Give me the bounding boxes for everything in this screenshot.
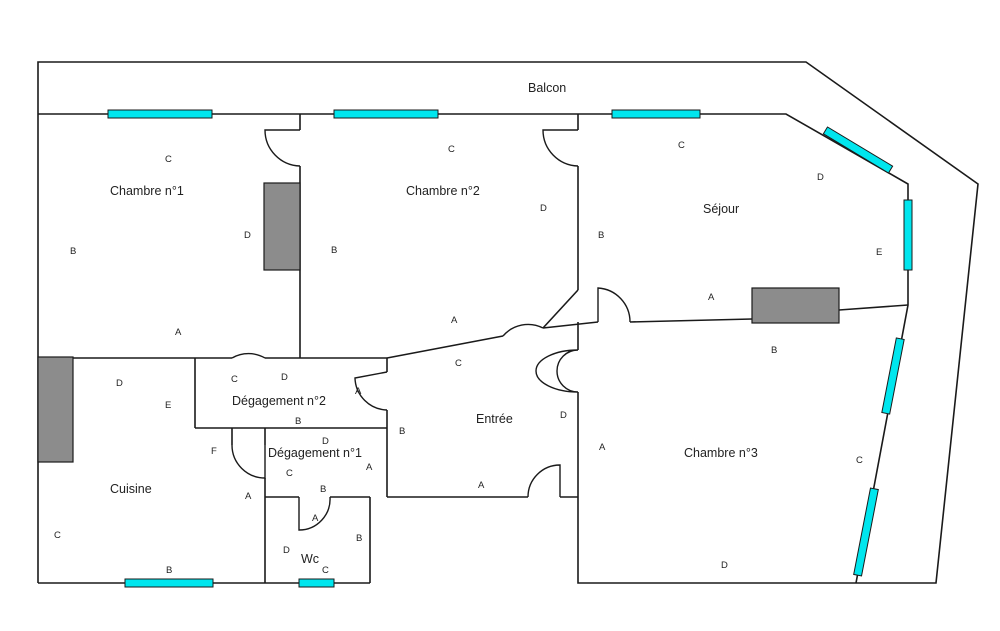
window-chambre2 [333,109,439,119]
room-label-degagement2: Dégagement n°2 [232,394,326,408]
wall-sejour-corner [542,289,579,329]
wall-label: D [322,436,329,447]
door-entree-ch2[interactable] [502,323,544,337]
door-sejour[interactable] [542,129,579,167]
room-label-sejour: Séjour [703,202,739,216]
wall-label: B [356,533,362,544]
closet-sejour [751,287,840,324]
wall-label: A [312,513,319,524]
door-wc[interactable] [298,496,331,531]
wall-label: C [455,358,462,369]
closet-cuisine [37,356,74,463]
wall-label: D [116,378,123,389]
wall-label: B [166,565,172,576]
wall-label: A [708,292,715,303]
wall-label: C [322,565,329,576]
room-label-cuisine: Cuisine [110,482,152,496]
window-sejour-2 [822,126,894,174]
room-label-entree: Entrée [476,412,513,426]
wall-label: B [771,345,777,356]
wall-label: A [245,491,252,502]
wall-label: D [721,560,728,571]
door-chambre3[interactable] [535,349,579,393]
wall-label: D [540,203,547,214]
outer-wall [37,61,979,584]
interior-walls [38,114,909,583]
wall-label: D [283,545,290,556]
wall-label: D [281,372,288,383]
door-entree-main[interactable] [527,464,561,498]
wall-label: A [355,386,362,397]
wall-label: C [286,468,293,479]
room-label-degagement1: Dégagement n°1 [268,446,362,460]
windows [107,109,913,588]
wall-labels: C D B A C D B A C D B E A C D A B C D B … [54,140,882,576]
wall-label: A [599,442,606,453]
wall-label: B [331,245,337,256]
wall-label: C [54,530,61,541]
room-label-chambre3: Chambre n°3 [684,446,758,460]
window-sejour-1 [611,109,701,119]
wall-sejour-corner-2 [542,321,599,329]
room-label-chambre2: Chambre n°2 [406,184,480,198]
wall-label: A [366,462,373,473]
window-wc [298,578,335,588]
window-chambre1 [107,109,213,119]
wall-label: A [478,480,485,491]
room-label-balcon: Balcon [528,81,566,95]
wall-label: C [856,455,863,466]
wall-label: B [295,416,301,427]
wall-label: C [448,144,455,155]
wall-label: F [211,446,217,457]
door-cuisine[interactable] [231,444,266,479]
window-chambre3-1 [881,337,905,415]
door-degagement2[interactable] [354,371,388,411]
window-cuisine [124,578,214,588]
wall-label: B [70,246,76,257]
wall-label: D [560,410,567,421]
wall-label: C [165,154,172,165]
room-label-chambre1: Chambre n°1 [110,184,184,198]
doors [231,129,631,531]
wall-label: D [817,172,824,183]
door-sejour-entree[interactable] [597,287,631,323]
window-chambre3-2 [853,487,879,577]
window-sejour-3 [903,199,913,271]
room-labels: Balcon Chambre n°1 Chambre n°2 Séjour Dé… [110,81,758,566]
wall-label: B [399,426,405,437]
wall-sejour-bottom-2 [838,304,909,311]
wall-label: B [320,484,326,495]
room-label-wc: Wc [301,552,319,566]
wall-ch2-entree [386,335,504,359]
door-chambre2[interactable] [264,129,301,167]
wall-sejour-bottom [629,318,753,323]
wall-label: E [165,400,171,411]
wall-label: C [678,140,685,151]
blocks [37,182,840,463]
wall-label: E [876,247,882,258]
closet-chambre1 [263,182,301,271]
wall-label: A [451,315,458,326]
wall-label: A [175,327,182,338]
door-chambre1[interactable] [231,352,266,359]
wall-label: D [244,230,251,241]
wall-label: B [598,230,604,241]
wall-label: C [231,374,238,385]
